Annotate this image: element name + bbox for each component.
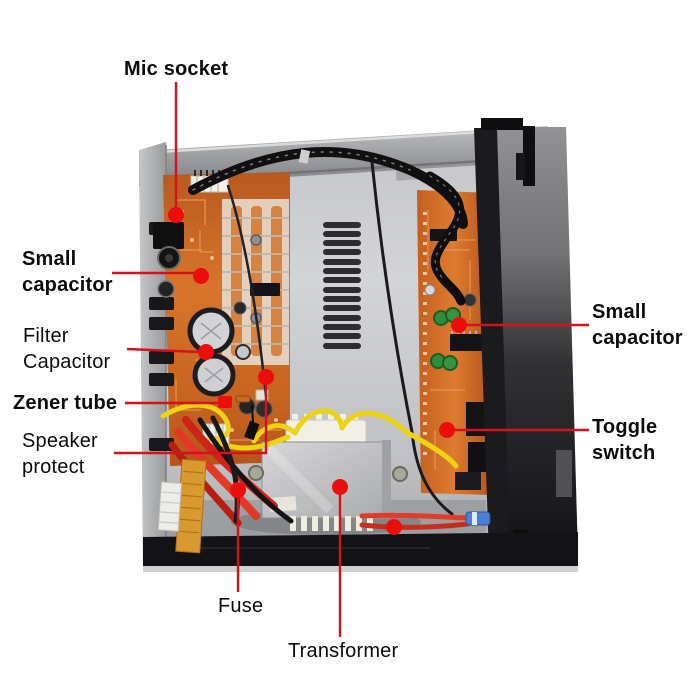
callout-line-speaker-protect <box>114 384 268 455</box>
yellow-wires <box>160 402 459 469</box>
vent-slots <box>323 222 361 349</box>
fuse-wires <box>359 511 491 530</box>
callout-label-small-capacitor-right: Small capacitor <box>592 301 683 349</box>
callout-label-mic-socket: Mic socket <box>124 58 229 80</box>
callout-dot-transformer <box>332 479 348 495</box>
mic-socket-component <box>153 222 184 298</box>
callout-dot-mic-socket <box>168 207 184 223</box>
callout-dot-filter-capacitor <box>198 344 214 360</box>
callout-dot-zener-tube <box>218 396 232 408</box>
callout-label-speaker-protect: Speaker protect <box>22 430 98 478</box>
callout-label-fuse: Fuse <box>218 595 264 617</box>
callout-dot-unlabeled <box>386 519 402 535</box>
callout-line-filter-capacitor <box>126 347 200 354</box>
speaker-terminal-strip <box>157 458 207 554</box>
callout-dot-fuse <box>230 482 246 498</box>
callout-dot-speaker-protect <box>258 369 274 385</box>
chassis-screw <box>248 465 264 481</box>
bottom-front-rail <box>143 532 578 572</box>
zener-tube-part <box>235 395 251 403</box>
callout-dots <box>168 207 467 535</box>
callout-label-zener-tube: Zener tube <box>13 392 118 414</box>
callout-dot-small-capacitor-left <box>193 268 209 284</box>
callout-label-transformer: Transformer <box>288 640 399 662</box>
callout-dot-toggle-switch <box>439 422 455 438</box>
callout-label-small-capacitor-left: Small capacitor <box>22 248 113 296</box>
transformer-core <box>261 441 391 519</box>
callout-dot-small-capacitor-right <box>451 317 467 333</box>
inline-fuse-holder <box>465 511 491 526</box>
callout-lines <box>112 82 589 637</box>
front-panel-frame <box>474 128 510 556</box>
callout-label-toggle-switch: Toggle switch <box>592 416 658 464</box>
callout-label-filter-capacitor: Filter Capacitor <box>23 325 111 373</box>
chassis-screw <box>392 466 408 482</box>
wire-harness <box>188 147 468 516</box>
dip-ic <box>450 334 486 351</box>
cable-tie <box>244 420 260 441</box>
front-panel <box>474 118 578 558</box>
transformer-bobbin <box>285 414 367 449</box>
